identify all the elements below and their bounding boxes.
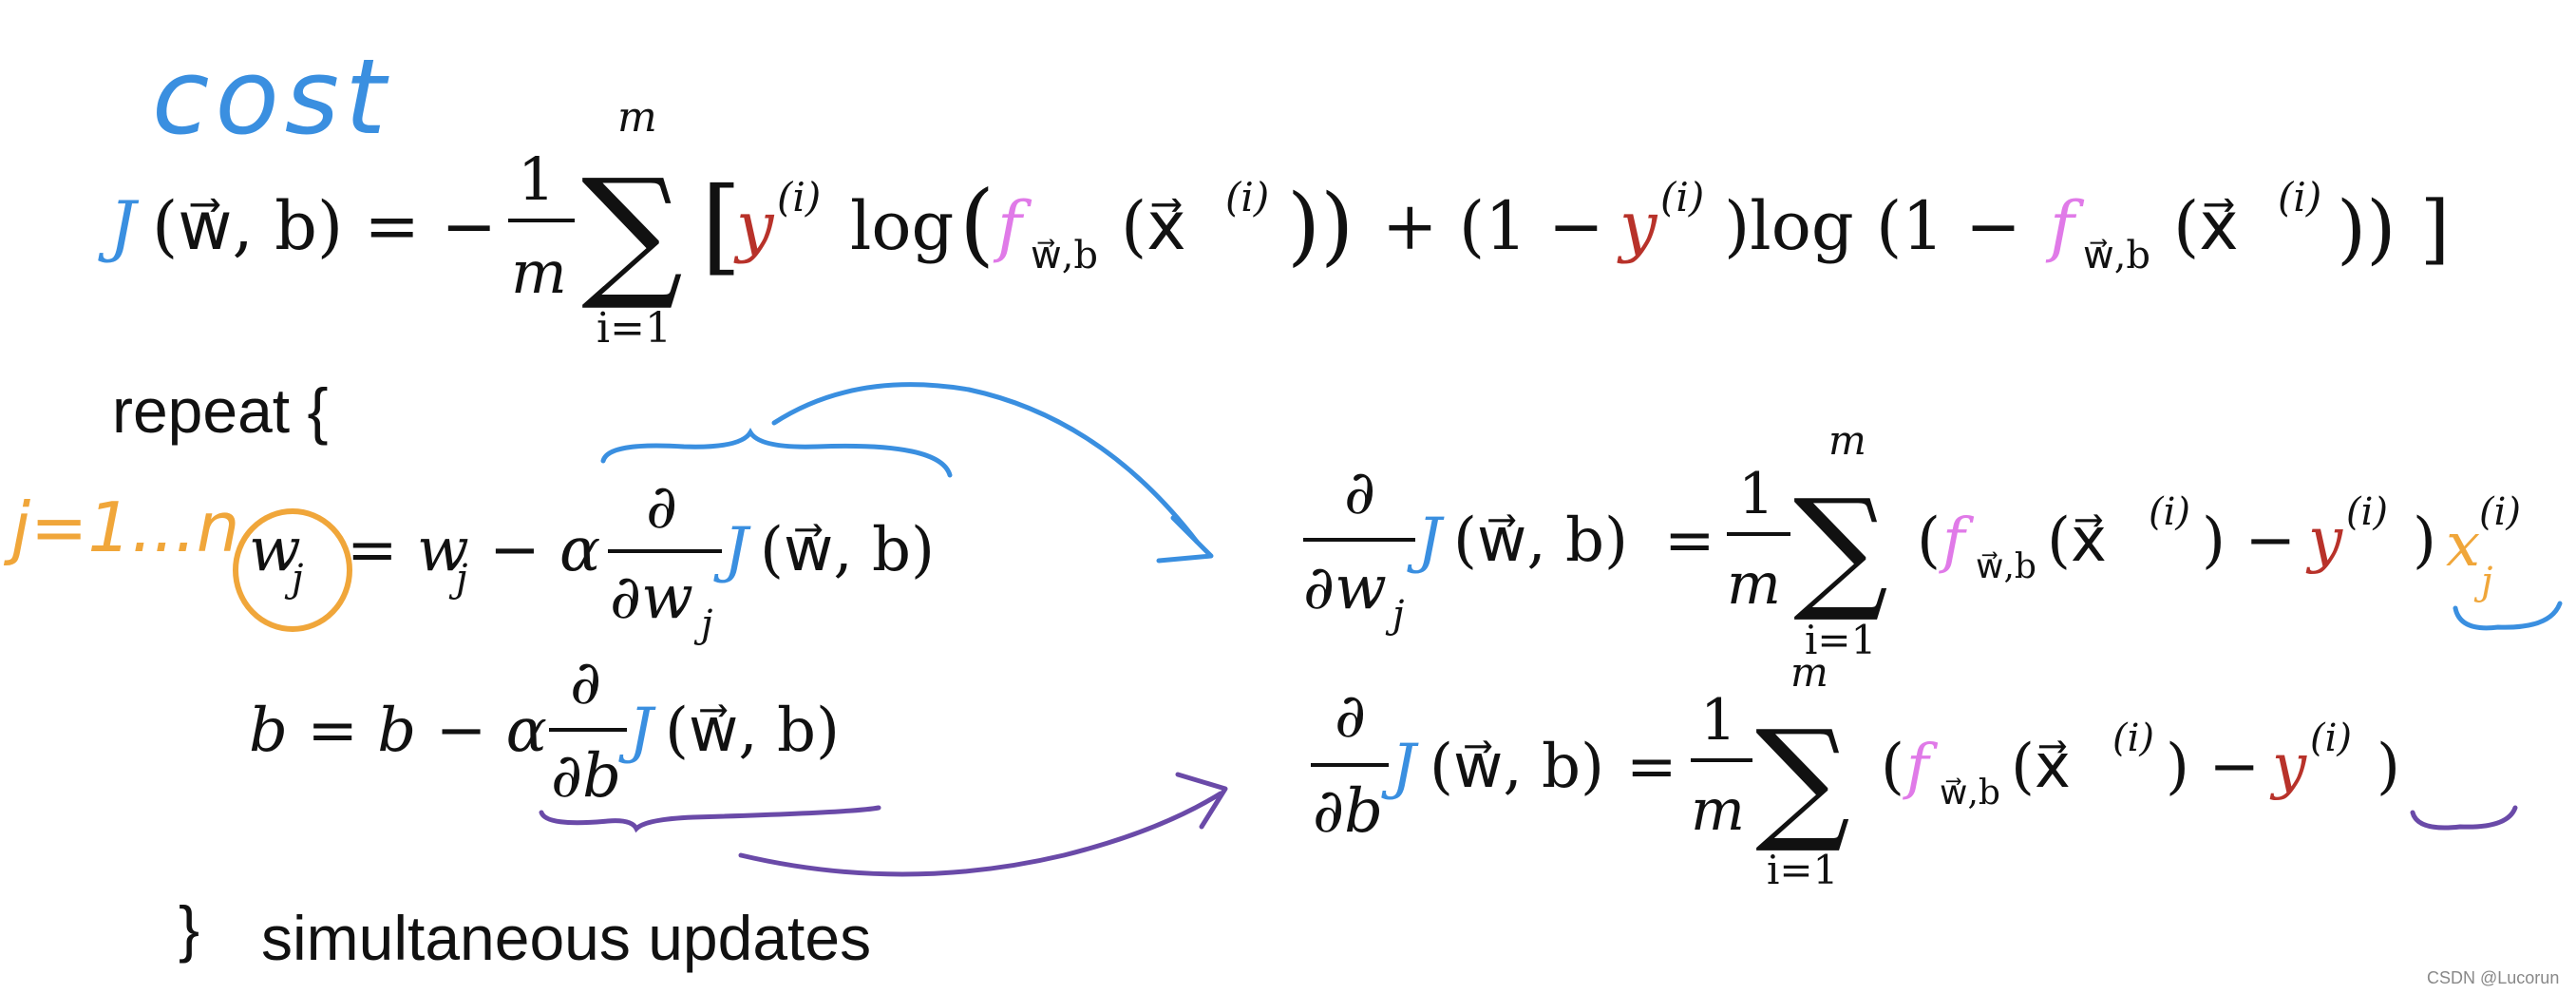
cost-x2: (x⃗ xyxy=(2173,187,2239,265)
index-range-annotation: j=1...n xyxy=(3,487,239,567)
dw-open-paren: ( xyxy=(1917,506,1941,576)
cost-annotation: cost xyxy=(152,36,391,158)
blue-brace-annotation xyxy=(600,428,953,478)
repeat-label: repeat { xyxy=(112,375,329,446)
db-J-args: (w⃗, b) xyxy=(1430,732,1604,802)
dw-den-sub: j xyxy=(1385,593,1404,637)
db-y-sup: (i) xyxy=(2310,717,2352,760)
watermark: CSDN @Lucorun xyxy=(2427,968,2559,987)
dw-sum-top: m xyxy=(1828,417,1866,464)
cost-plus-part: + (1 − xyxy=(1382,187,1604,265)
dw-den: ∂w xyxy=(1303,553,1387,623)
cost-equation: J (w⃗, b) = − 1 m m ∑ i=1 [ y (i) log ( … xyxy=(98,93,2450,353)
b-update-partial-num: ∂ xyxy=(570,648,601,718)
db-frac-num: 1 xyxy=(1700,687,1736,754)
b-update-partial-den: ∂b xyxy=(551,741,621,812)
db-num: ∂ xyxy=(1335,681,1366,752)
w-update-partial-den-sub: j xyxy=(693,602,712,646)
db-sigma: ∑ xyxy=(1755,702,1850,857)
derivative-b: ∂ ∂b J (w⃗, b) = 1 m m ∑ i=1 ( f w⃗,b (x… xyxy=(1311,649,2400,893)
cost-close1: )) xyxy=(1287,176,1354,276)
cost-y1: y xyxy=(733,187,775,265)
purple-arrow-annotation xyxy=(738,791,1223,877)
w-update-partial-den: ∂w xyxy=(610,563,693,633)
cost-x2-sup: (i) xyxy=(2278,174,2321,220)
dw-sigma: ∑ xyxy=(1793,471,1888,626)
db-f-sub: w⃗,b xyxy=(1940,774,2000,812)
cost-y1-sup: (i) xyxy=(777,174,821,220)
w-update-rule: w j = w j − α ∂ ∂w j J (w⃗, b) xyxy=(249,472,935,646)
dw-equals: = xyxy=(1664,506,1715,576)
db-frac-den: m xyxy=(1691,777,1745,844)
dw-y: y xyxy=(2305,506,2343,576)
db-x: (x⃗ xyxy=(2011,732,2071,802)
cost-one-minus: (1 − xyxy=(1876,187,2021,265)
db-sum-bot: i=1 xyxy=(1767,847,1838,893)
dw-frac-den: m xyxy=(1727,551,1781,618)
cost-y2: y xyxy=(1617,187,1658,265)
cost-frac-den: m xyxy=(511,238,567,307)
cost-f1-sub: w⃗,b xyxy=(1031,234,1098,277)
dw-num: ∂ xyxy=(1344,458,1375,528)
db-f: f xyxy=(1903,732,1939,802)
blue-underline-xj-annotation xyxy=(2453,601,2563,631)
cost-close-all: )) ] xyxy=(2337,184,2450,273)
dw-J-args: (w⃗, b) xyxy=(1453,506,1628,576)
cost-frac-num: 1 xyxy=(518,144,555,214)
blue-arrowhead-icon xyxy=(1156,515,1214,564)
cost-f1: f xyxy=(993,187,1032,265)
db-den: ∂b xyxy=(1313,776,1383,847)
b-update-J-args: (w⃗, b) xyxy=(665,696,840,766)
dw-xj-sup: (i) xyxy=(2479,490,2521,534)
purple-arrowhead-icon xyxy=(1175,772,1228,830)
blue-arrow-annotation xyxy=(771,382,1200,545)
w-update-mid: = w xyxy=(347,515,469,585)
cost-log1: log xyxy=(850,187,954,265)
b-update-rule: b = b − α ∂ ∂b J (w⃗, b) xyxy=(249,648,840,812)
dw-x: (x⃗ xyxy=(2047,506,2107,576)
dw-y-sup: (i) xyxy=(2346,490,2388,534)
cost-y2-sup: (i) xyxy=(1660,174,1704,220)
dw-x-sup: (i) xyxy=(2149,490,2190,534)
db-x-sup: (i) xyxy=(2112,717,2154,760)
cost-x1: (x⃗ xyxy=(1121,187,1186,265)
dw-frac-num: 1 xyxy=(1738,461,1774,527)
w-update-w: w xyxy=(249,515,301,585)
cost-open-bracket: [ xyxy=(701,164,742,286)
db-equals: = xyxy=(1626,732,1677,802)
dw-f: f xyxy=(1939,506,1975,576)
cost-sum-top: m xyxy=(617,93,657,142)
dw-minus: ) − xyxy=(2202,506,2296,576)
cost-x1-sup: (i) xyxy=(1225,174,1269,220)
w-update-alpha: − α xyxy=(489,515,600,585)
db-sum-top: m xyxy=(1790,649,1828,696)
cost-log2: )log xyxy=(1724,187,1854,265)
w-update-J-args: (w⃗, b) xyxy=(760,515,935,585)
derivative-w: ∂ ∂w j J (w⃗, b) = 1 m m ∑ i=1 ( f w⃗,b … xyxy=(1303,417,2521,663)
db-open-paren: ( xyxy=(1881,732,1904,802)
cost-f2: f xyxy=(2045,187,2085,265)
cost-sigma: ∑ xyxy=(581,149,683,315)
purple-brace-annotation xyxy=(539,805,881,833)
dw-xj: x xyxy=(2446,510,2480,581)
b-update-lhs: b = b − α xyxy=(249,696,547,766)
footer-simultaneous-updates: simultaneous updates xyxy=(261,903,871,973)
cost-paren1: ( xyxy=(959,172,994,277)
cost-sum-bot: i=1 xyxy=(597,304,672,353)
db-y: y xyxy=(2269,732,2307,802)
cost-f2-sub: w⃗,b xyxy=(2083,234,2150,277)
dw-close-paren: ) xyxy=(2413,506,2436,576)
cost-J: J xyxy=(98,187,140,265)
cost-lhs-args: (w⃗, b) = − xyxy=(152,187,497,265)
repeat-close-brace: } xyxy=(179,893,199,964)
dw-sum-bot: i=1 xyxy=(1805,617,1876,663)
w-update-partial-num: ∂ xyxy=(646,472,677,543)
purple-underline-annotation xyxy=(2410,805,2518,831)
dw-f-sub: w⃗,b xyxy=(1976,547,2036,586)
wj-circle-annotation xyxy=(233,508,352,632)
db-close-paren: ) xyxy=(2377,732,2400,802)
db-minus: ) − xyxy=(2166,732,2260,802)
